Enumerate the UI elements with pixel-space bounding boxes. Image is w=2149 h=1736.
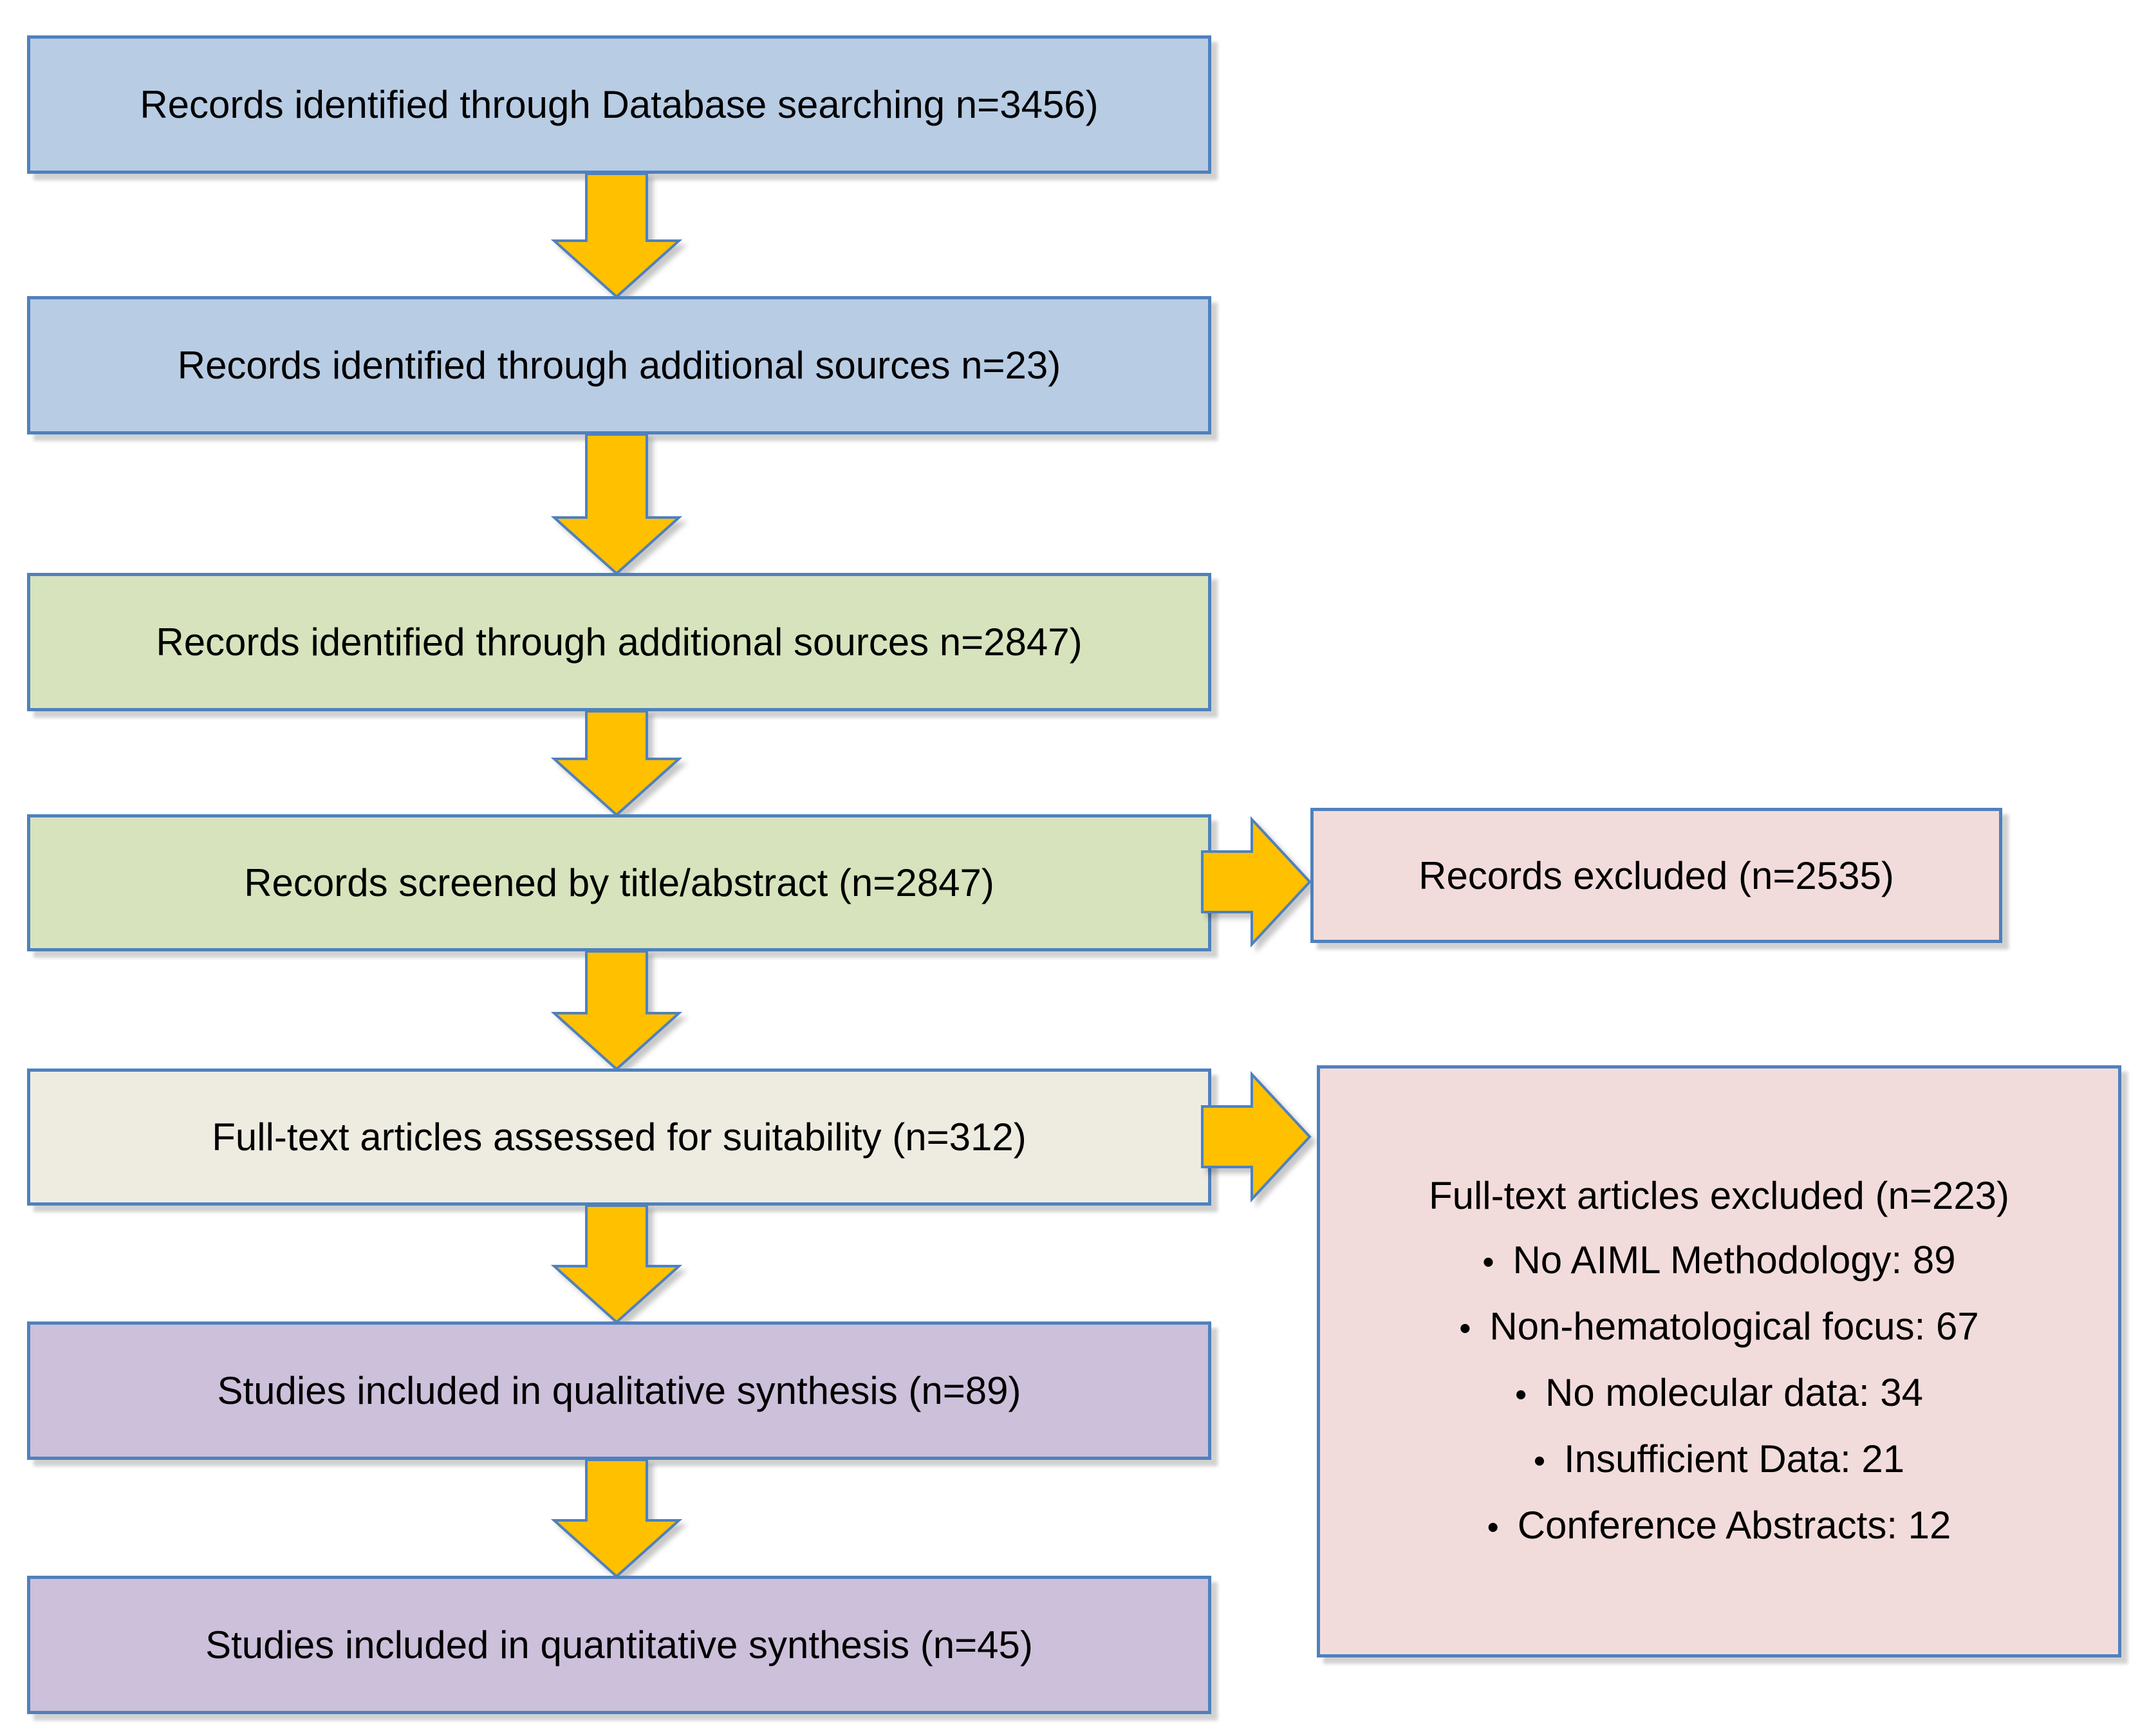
- exclusion-reason-item: No AIML Methodology: 89: [1459, 1228, 1979, 1294]
- arrow-down-icon: [550, 433, 683, 575]
- records-excluded-label: Records excluded (n=2535): [1419, 854, 1894, 897]
- arrow-down-icon: [550, 173, 683, 299]
- records-excluded-box: Records excluded (n=2535): [1310, 808, 2002, 943]
- step-label: Records identified through Database sear…: [140, 83, 1099, 126]
- step-label: Studies included in quantitative synthes…: [205, 1623, 1033, 1666]
- arrow-down-icon: [550, 710, 683, 817]
- step-box-records-screened: Records screened by title/abstract (n=28…: [27, 814, 1211, 951]
- fulltext-excluded-box: Full-text articles excluded (n=223) No A…: [1317, 1065, 2121, 1657]
- exclusion-reasons-list: No AIML Methodology: 89 Non-hematologica…: [1459, 1228, 1979, 1560]
- fulltext-excluded-title: Full-text articles excluded (n=223): [1428, 1173, 2010, 1217]
- exclusion-reason-item: Insufficient Data: 21: [1459, 1427, 1979, 1493]
- arrow-down-icon: [550, 1204, 683, 1324]
- exclusion-reason-item: Non-hematological focus: 67: [1459, 1294, 1978, 1361]
- arrow-down-icon: [550, 1459, 683, 1578]
- step-box-records-identified-additional-2: Records identified through additional so…: [27, 573, 1211, 711]
- arrow-down-icon: [550, 950, 683, 1071]
- step-box-records-identified-database: Records identified through Database sear…: [27, 35, 1211, 174]
- step-label: Studies included in qualitative synthesi…: [217, 1369, 1021, 1412]
- step-box-fulltext-assessed: Full-text articles assessed for suitabil…: [27, 1069, 1211, 1206]
- exclusion-reason-item: No molecular data: 34: [1459, 1361, 1979, 1427]
- step-box-quantitative-synthesis: Studies included in quantitative synthes…: [27, 1576, 1211, 1714]
- step-box-records-identified-additional: Records identified through additional so…: [27, 296, 1211, 434]
- step-label: Records screened by title/abstract (n=28…: [244, 861, 994, 904]
- exclusion-reason-item: Conference Abstracts: 12: [1459, 1493, 1979, 1560]
- arrow-right-icon: [1201, 1070, 1312, 1203]
- step-box-qualitative-synthesis: Studies included in qualitative synthesi…: [27, 1321, 1211, 1460]
- arrow-right-icon: [1201, 816, 1312, 948]
- step-label: Records identified through additional so…: [177, 344, 1061, 387]
- step-label: Full-text articles assessed for suitabil…: [212, 1115, 1027, 1159]
- step-label: Records identified through additional so…: [156, 621, 1083, 664]
